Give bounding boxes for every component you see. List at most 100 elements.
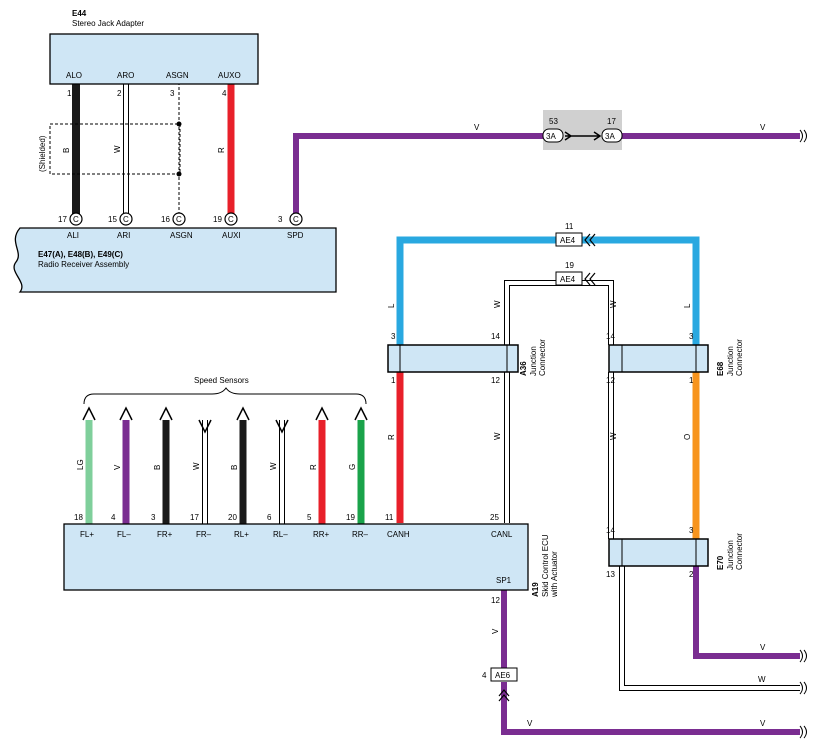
sensor-arrow-icon	[236, 406, 250, 421]
ae4-label-w: AE4	[560, 275, 576, 284]
e44-pin-aro-label: ARO	[117, 71, 134, 80]
junction-3a-right-label: 3A	[605, 132, 615, 141]
radio-pin-num-16: 16	[161, 215, 170, 224]
sensor-wire-color-label: B	[230, 465, 239, 470]
ecu-pin-label: FL–	[117, 530, 131, 539]
ecu-pin-label: CANH	[387, 530, 410, 539]
wire-spd-violet	[293, 133, 548, 214]
sensor-arrow-icon	[354, 406, 368, 421]
radio-pin-connector-16	[172, 212, 186, 226]
ae6-chevron-icon	[498, 689, 510, 702]
e44-pin-alo-label: ALO	[66, 71, 82, 80]
radio-pin-connector-15	[119, 212, 133, 226]
ecu-pin-label: RR–	[352, 530, 369, 539]
radio-pin-conn-letter: C	[293, 215, 299, 224]
radio-pin-conn-letter: C	[176, 215, 182, 224]
shield-box	[49, 123, 181, 175]
wire-label-o-e68-e70: O	[683, 434, 692, 440]
shield-node-bottom	[176, 171, 182, 177]
wire-e70-violet-out	[693, 566, 800, 659]
ecu-pin-num-4: 4	[111, 513, 116, 522]
a36-name1: Junction	[529, 346, 538, 376]
junction-3a-arrows-icon	[564, 131, 602, 141]
ecu-code: A19	[531, 582, 540, 597]
e70-name2: Connector	[735, 533, 744, 570]
shield-node-top	[176, 121, 182, 127]
sensor-open-arrow-icon	[275, 419, 289, 434]
ae6-tag	[490, 667, 518, 682]
ae4-tag-w	[555, 271, 583, 286]
e70-name1: Junction	[726, 540, 735, 570]
junction-3a-right-num: 17	[607, 117, 616, 126]
radio-pin-num-19: 19	[213, 215, 222, 224]
e68-connector	[608, 344, 709, 373]
ecu-box	[63, 523, 529, 591]
ecu-pin-label: FL+	[80, 530, 94, 539]
wire-label-v-ae6-right: V	[760, 719, 766, 728]
wire-label-w-a36: W	[493, 300, 502, 308]
ecu-name2: with Actuator	[550, 551, 559, 598]
wire-can-l-blue	[396, 236, 700, 345]
ecu-name1: Skid Control ECU	[541, 534, 550, 597]
e68-name2: Connector	[735, 339, 744, 376]
e70-connector	[608, 538, 709, 567]
e70-pin-3: 3	[689, 526, 694, 535]
ecu-pin-num-20: 20	[228, 513, 237, 522]
speed-sensors-bracket	[83, 387, 367, 405]
wire-label-w-e70-out: W	[758, 675, 766, 684]
radio-pin-label-ari: ARI	[117, 231, 130, 240]
radio-name: Radio Receiver Assembly	[38, 260, 129, 269]
wire-label-v-spd: V	[474, 123, 480, 132]
sensor-wire-color-label: G	[348, 464, 357, 470]
e70-pin-14: 14	[606, 526, 615, 535]
ecu-pin-num-19: 19	[346, 513, 355, 522]
ae4-num-l: 11	[565, 222, 574, 231]
wire-label-v-ae6-left: V	[527, 719, 533, 728]
ecu-pin-num-11: 11	[385, 513, 394, 522]
wire-label-w-e44: W	[113, 145, 122, 153]
a36-pin-3: 3	[391, 332, 396, 341]
wire-ae6-violet-out	[501, 682, 800, 735]
wire-label-b-e44: B	[62, 148, 71, 153]
ae4-label-l: AE4	[560, 236, 576, 245]
ecu-pin-num-25: 25	[490, 513, 499, 522]
junction-3a-right-tag	[601, 128, 623, 143]
radio-pin-connector-3	[289, 212, 303, 226]
e68-pin-1: 1	[689, 376, 694, 385]
a36-pin-14: 14	[491, 332, 500, 341]
sensor-wire-color-label: R	[309, 464, 318, 470]
ae4-w-chevron-icon	[584, 272, 596, 286]
e44-box	[49, 33, 259, 85]
e44-name: Stereo Jack Adapter	[72, 19, 144, 28]
a36-name2: Connector	[538, 339, 547, 376]
e70-pin-13: 13	[606, 570, 615, 579]
radio-pin-label-ali: ALI	[67, 231, 79, 240]
radio-pin-label-spd: SPD	[287, 231, 304, 240]
sensor-wire-color-label: LG	[76, 459, 85, 470]
wire-label-l-a36: L	[387, 303, 396, 308]
ecu-pin-label: FR+	[157, 530, 173, 539]
radio-pin-num-17: 17	[58, 215, 67, 224]
sensor-wire-color-label: W	[192, 462, 201, 470]
sensor-arrow-icon	[315, 406, 329, 421]
ae4-num-w: 19	[565, 261, 574, 270]
sensor-wire-color-label: B	[153, 465, 162, 470]
wire-label-r-canh: R	[387, 434, 396, 440]
wire-can-w-top	[504, 280, 614, 345]
ecu-pin-label: RL+	[234, 530, 249, 539]
radio-pin-connector-17	[69, 212, 83, 226]
a36-pin-1: 1	[391, 376, 396, 385]
ecu-pin-label: CANL	[491, 530, 513, 539]
ae6-label: AE6	[495, 671, 511, 680]
ecu-pin-label: FR–	[196, 530, 212, 539]
ecu-pin-num-5: 5	[307, 513, 312, 522]
ae4-l-chevron-icon	[584, 233, 596, 247]
a36-pin-12: 12	[491, 376, 500, 385]
sensor-arrow-icon	[119, 406, 133, 421]
sensor-arrow-icon	[82, 406, 96, 421]
wire-label-w-canl: W	[493, 432, 502, 440]
ecu-sp1: SP1	[496, 576, 512, 585]
radio-pin-connector-19	[224, 212, 238, 226]
